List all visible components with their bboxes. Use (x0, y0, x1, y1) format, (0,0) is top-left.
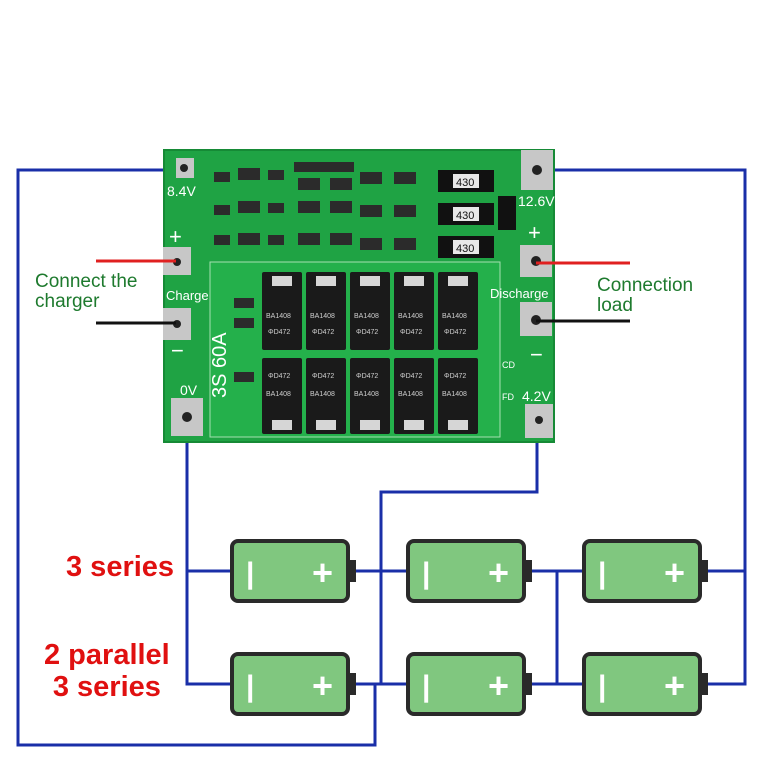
wire-12v6-to-right-ends (538, 168, 747, 686)
smd-components (214, 162, 416, 382)
charger-annotation-line-1: Connect the (35, 271, 138, 292)
battery-plus-sign: + (488, 552, 509, 593)
mosfet-bottom-code-2: BA1408 (310, 391, 335, 398)
battery-plus-sign: + (488, 665, 509, 706)
mosfet-bottom-brand-2: ΦD472 (312, 373, 334, 380)
battery-terminal (348, 673, 356, 695)
wire-4v2-to-mid (379, 420, 539, 683)
battery-plus-sign: + (312, 665, 333, 706)
resistor-label-1: 430 (456, 177, 474, 189)
label-fd: FD (502, 392, 514, 402)
load-annotation: Connection load (597, 276, 693, 316)
battery-plus-sign: + (664, 552, 685, 593)
battery-minus-sign: | (246, 557, 254, 590)
mosfet-top-brand-5: ΦD472 (444, 329, 466, 336)
mosfet-bottom-code-4: BA1408 (398, 391, 423, 398)
label-3-series-second: 3 series (52, 671, 161, 704)
battery-r2-c1: |+ (230, 652, 356, 716)
battery-terminal (348, 560, 356, 582)
charger-annotation: Connect the charger (35, 272, 137, 312)
mosfet-bottom-code-1: BA1408 (266, 391, 291, 398)
battery-r1-c3: |+ (582, 539, 708, 603)
battery-r2-c3: |+ (582, 652, 708, 716)
batteries: |+|+|+|+|+|+ (230, 539, 708, 716)
external-leads (96, 259, 630, 325)
battery-plus-sign: + (664, 665, 685, 706)
battery-terminal (524, 673, 532, 695)
label-discharge-plus: + (528, 220, 541, 245)
mosfet-bottom-code-3: BA1408 (354, 391, 379, 398)
label-8v4: 8.4V (167, 183, 196, 199)
mosfet-top-code-3: BA1408 (354, 313, 379, 320)
battery-terminal (700, 673, 708, 695)
label-3-series: 3 series (66, 551, 175, 583)
label-charge-plus: + (169, 224, 182, 249)
mosfet-bottom-brand-3: ΦD472 (356, 373, 378, 380)
wire-8v4-to-mid-left (16, 168, 377, 747)
battery-terminal (700, 560, 708, 582)
mosfet-top-code-5: BA1408 (442, 313, 467, 320)
battery-minus-sign: | (422, 557, 430, 590)
mosfet-bottom-brand-1: ΦD472 (268, 373, 290, 380)
resistor-label-3: 430 (456, 243, 474, 255)
wiring (16, 168, 747, 747)
battery-minus-sign: | (422, 670, 430, 703)
wire-0v-to-negative (185, 425, 232, 686)
load-annotation-line-1: Connection (597, 275, 694, 296)
mosfet-top-brand-3: ΦD472 (356, 329, 378, 336)
resistors (438, 170, 516, 258)
label-cd: CD (502, 360, 515, 370)
label-charge-minus: − (171, 338, 184, 363)
battery-r1-c2: |+ (406, 539, 532, 603)
mosfets: BA1408ΦD472ΦD472BA1408BA1408ΦD472ΦD472BA… (262, 272, 478, 434)
label-charge: Charge (166, 288, 209, 303)
mosfet-top-code-2: BA1408 (310, 313, 335, 320)
label-discharge-minus: − (530, 342, 543, 367)
label-rating: 3S 60A (209, 332, 231, 398)
mosfet-top-code-1: BA1408 (266, 313, 291, 320)
battery-r2-c2: |+ (406, 652, 532, 716)
label-2-parallel-3-series: 2 parallel 3 series (44, 640, 170, 703)
battery-minus-sign: | (598, 670, 606, 703)
mosfet-bottom-brand-4: ΦD472 (400, 373, 422, 380)
charger-annotation-line-2: charger (35, 290, 100, 312)
resistor-label-2: 430 (456, 210, 474, 222)
battery-plus-sign: + (312, 552, 333, 593)
battery-minus-sign: | (246, 670, 254, 703)
load-annotation-line-2: load (597, 294, 633, 316)
mosfet-top-brand-2: ΦD472 (312, 329, 334, 336)
battery-r1-c1: |+ (230, 539, 356, 603)
label-0v: 0V (180, 382, 198, 398)
board-labels: 8.4V 12.6V 0V 4.2V Charge Discharge + − … (166, 177, 555, 404)
pcb-board: BA1408ΦD472ΦD472BA1408BA1408ΦD472ΦD472BA… (163, 149, 555, 443)
mosfet-top-brand-4: ΦD472 (400, 329, 422, 336)
battery-terminal (524, 560, 532, 582)
battery-minus-sign: | (598, 557, 606, 590)
mosfet-top-code-4: BA1408 (398, 313, 423, 320)
label-4v2: 4.2V (522, 388, 551, 404)
label-discharge: Discharge (490, 286, 549, 301)
label-2-parallel: 2 parallel (44, 639, 170, 671)
mosfet-bottom-brand-5: ΦD472 (444, 373, 466, 380)
mosfet-top-brand-1: ΦD472 (268, 329, 290, 336)
label-12v6: 12.6V (518, 193, 555, 209)
mosfet-bottom-code-5: BA1408 (442, 391, 467, 398)
